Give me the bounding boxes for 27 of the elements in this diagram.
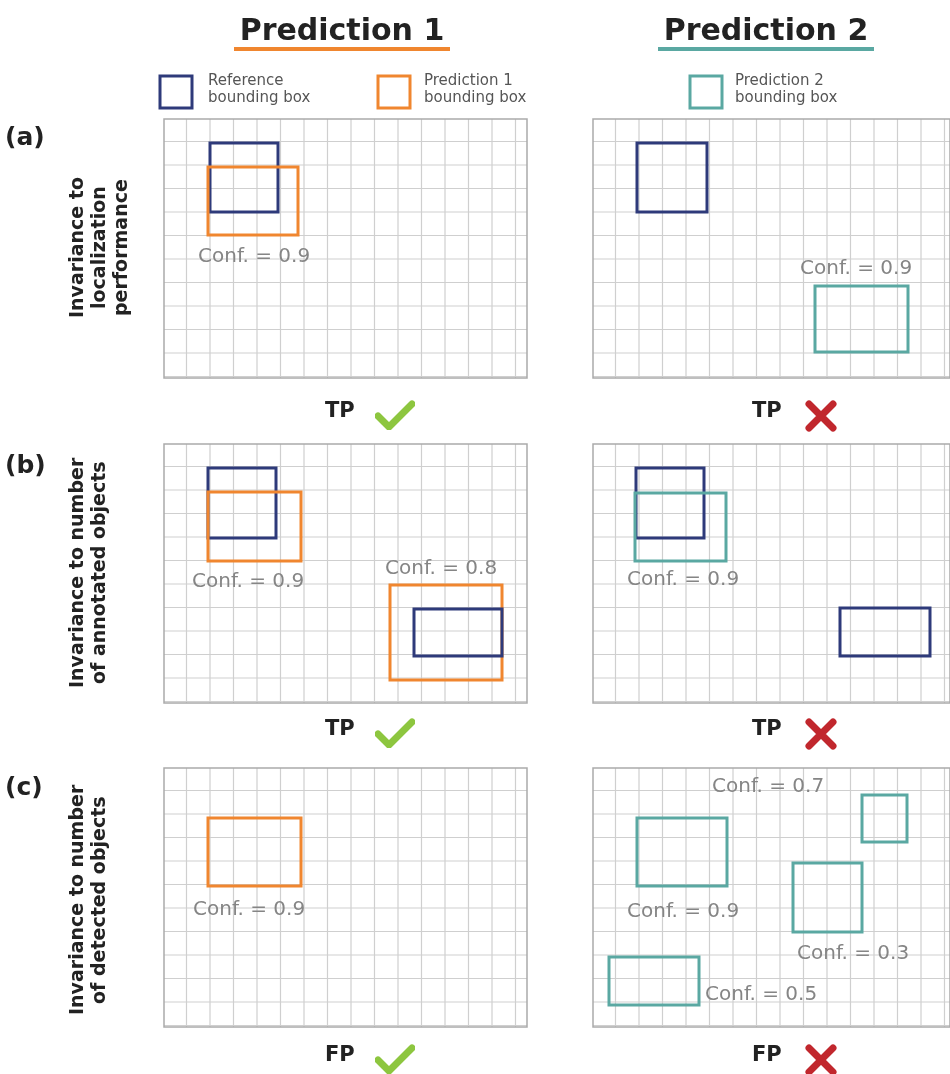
confidence-label: Conf. = 0.9 — [627, 566, 740, 590]
legend-text: Reference bounding box — [208, 72, 312, 106]
confidence-label: Conf. = 0.9 — [198, 243, 311, 267]
panel-letter: (a) — [5, 122, 45, 151]
confidence-label: Conf. = 0.3 — [797, 940, 910, 964]
confidence-label: Conf. = 0.5 — [705, 981, 818, 1005]
result-label: FP — [325, 1042, 355, 1066]
column-heading: Prediction 2 — [663, 12, 869, 47]
confidence-label: Conf. = 0.8 — [385, 555, 498, 579]
legend-text: Prediction 2 bounding box — [735, 72, 839, 106]
row-label: Invariance to number of annotated objects — [65, 456, 110, 691]
legend-text: Prediction 1 bounding box — [424, 72, 528, 106]
confidence-label: Conf. = 0.9 — [192, 568, 305, 592]
panel-letter: (c) — [5, 772, 43, 801]
result-label: TP — [325, 716, 355, 740]
confidence-label: Conf. = 0.9 — [193, 896, 306, 920]
result-label: TP — [752, 716, 782, 740]
result-label: FP — [752, 1042, 782, 1066]
panel-letter: (b) — [5, 450, 46, 479]
result-label: TP — [752, 398, 782, 422]
column-heading: Prediction 1 — [239, 12, 445, 47]
result-label: TP — [325, 398, 355, 422]
confidence-label: Conf. = 0.9 — [627, 898, 740, 922]
row-label: Invariance to localization performance — [65, 176, 132, 321]
confidence-label: Conf. = 0.9 — [800, 255, 913, 279]
row-label: Invariance to number of detected objects — [65, 783, 110, 1018]
confidence-label: Conf. = 0.7 — [712, 773, 825, 797]
